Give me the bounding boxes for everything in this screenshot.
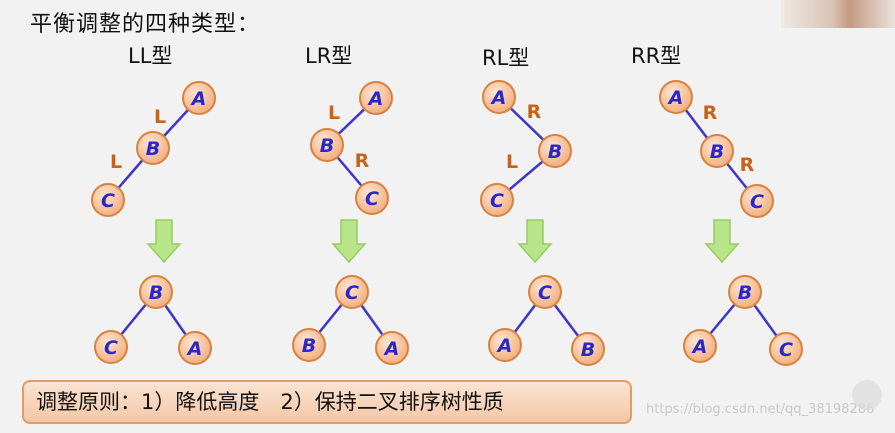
rl-before-node-c-letter: C [490,190,504,212]
overlay-logo-icon [852,380,882,410]
lr-after-right-node-letter: A [383,338,400,360]
lr-before-node-c-letter: C [365,188,379,210]
edges-layer [107,96,788,350]
adjustment-principle-box: 调整原则：1）降低高度 2）保持二叉排序树性质 [22,380,632,424]
lr-before-node-a-letter: A [367,88,384,110]
rl-before-node-b-letter: B [548,141,562,163]
rr-after-left-node-letter: A [691,336,708,358]
rr-before-node-a-letter: A [667,87,684,109]
ll-before-node-c-letter: C [101,190,115,212]
rl-before-node-c: C [480,183,514,217]
rl-after-left-node-letter: A [496,335,513,357]
lr-before-node-c: C [355,181,389,215]
rr-before-node-b: B [700,134,734,168]
rl-after-root-node: C [528,275,562,309]
rr-edge-label-1: R [740,154,755,176]
rr-transform-arrow-icon [704,219,740,264]
case-label-rr: RR型 [631,44,682,68]
rl-edge-label-0: R [527,101,542,123]
ll-transform-arrow-icon [146,219,182,264]
edge-labels-layer: L L L R R L R R [110,101,755,176]
rr-before-node-b-letter: B [710,141,724,163]
rr-after-right-node: C [769,332,803,366]
arrows-layer [146,219,740,264]
case-label-lr: LR型 [305,44,353,68]
page-title: 平衡调整的四种类型： [30,12,261,37]
rr-before-node-a: A [659,80,693,114]
rr-edge-label-0: R [703,102,718,124]
ll-after-right-node: A [178,331,212,365]
lr-before-node-b-letter: B [320,135,334,157]
rr-before-node-c-letter: C [750,191,764,213]
case-label-rl: RL型 [482,46,530,70]
webcam-overlay [781,0,895,28]
lr-after-left-node: B [292,328,326,362]
lr-after-left-node-letter: B [302,335,316,357]
rr-after-right-node-letter: C [779,339,793,361]
rl-after-left-node: A [488,328,522,362]
rl-before-node-a-letter: A [490,87,507,109]
rr-after-root-node-letter: B [738,282,752,304]
ll-after-root-node-letter: B [149,282,163,304]
lr-after-right-node: A [375,331,409,365]
ll-after-left-node: C [94,330,128,364]
rr-after-left-node: A [683,329,717,363]
ll-before-node-c: C [91,183,125,217]
nodes-layer: A B C B C A A B C C B A A B C C A B A B C B A C [91,80,803,366]
lr-edge-label-0: L [328,102,340,124]
case-label-ll: LL型 [128,44,173,68]
ll-before-node-b: B [136,131,170,165]
ll-after-right-node-letter: A [186,338,203,360]
lr-after-root-node-letter: C [345,282,359,304]
lr-before-node-a: A [359,81,393,115]
ll-before-node-a-letter: A [190,88,207,110]
ll-before-node-b-letter: B [146,138,160,160]
lr-transform-arrow-icon [331,219,367,264]
rr-before-node-c: C [740,184,774,218]
watermark-text: https://blog.csdn.net/qq_38198286 [646,402,875,417]
lr-edge-label-1: R [355,150,370,172]
lr-after-root-node: C [335,275,369,309]
rl-after-right-node-letter: B [581,339,595,361]
rl-after-right-node: B [571,332,605,366]
rr-after-root-node: B [728,275,762,309]
ll-after-root-node: B [139,275,173,309]
rl-before-node-b: B [538,134,572,168]
rl-after-root-node-letter: C [538,282,552,304]
rl-edge-label-1: L [506,151,518,173]
ll-edge-label-0: L [154,106,166,128]
ll-before-node-a: A [182,81,216,115]
ll-edge-label-1: L [110,151,122,173]
rl-transform-arrow-icon [517,219,553,264]
lr-before-node-b: B [310,128,344,162]
ll-after-left-node-letter: C [104,337,118,359]
rl-before-node-a: A [482,80,516,114]
